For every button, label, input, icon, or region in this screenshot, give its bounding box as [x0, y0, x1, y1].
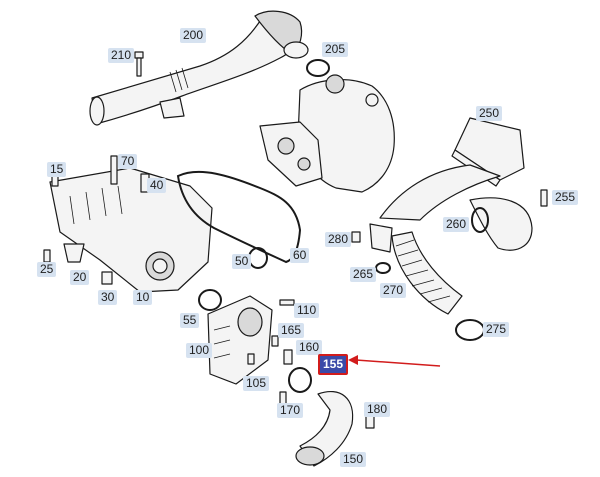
label-15[interactable]: 15 [47, 162, 67, 177]
part-270-ring [375, 262, 391, 274]
part-200-charge-pipe [89, 10, 309, 126]
part-270-hose [391, 231, 463, 315]
label-250[interactable]: 250 [476, 106, 503, 121]
part-50-ring [248, 247, 268, 269]
label-100[interactable]: 100 [186, 343, 213, 358]
part-turbocharger [259, 74, 395, 193]
label-280[interactable]: 280 [325, 232, 352, 247]
part-255-sensor [540, 189, 548, 207]
label-110[interactable]: 110 [294, 303, 320, 318]
part-10-intake-manifold [49, 167, 213, 293]
label-170[interactable]: 170 [277, 403, 304, 418]
part-160-sensor [283, 349, 293, 365]
part-30-part [101, 271, 113, 285]
label-255[interactable]: 255 [552, 190, 579, 205]
label-155-highlighted[interactable]: 155 [318, 354, 349, 375]
label-160[interactable]: 160 [296, 340, 323, 355]
label-50[interactable]: 50 [232, 254, 252, 269]
label-20[interactable]: 20 [70, 270, 90, 285]
label-30[interactable]: 30 [98, 290, 118, 305]
label-40[interactable]: 40 [147, 178, 167, 193]
label-270[interactable]: 270 [380, 283, 407, 298]
part-105-screw [247, 353, 255, 365]
part-70-sensor [110, 155, 118, 185]
highlight-arrow [348, 355, 441, 367]
part-100-throttle-body [207, 295, 273, 385]
label-265[interactable]: 265 [350, 267, 377, 282]
part-110-bolt [279, 299, 295, 306]
label-210[interactable]: 210 [108, 48, 135, 63]
label-60[interactable]: 60 [290, 248, 310, 263]
label-200[interactable]: 200 [180, 28, 207, 43]
part-210-bolt [134, 51, 144, 77]
part-150-pipe [295, 390, 354, 467]
label-150[interactable]: 150 [340, 452, 367, 467]
part-205-seal-ring [306, 59, 330, 77]
label-275[interactable]: 275 [483, 322, 510, 337]
label-105[interactable]: 105 [243, 376, 270, 391]
label-260[interactable]: 260 [443, 217, 470, 232]
part-260-elbow [469, 197, 533, 251]
part-165-screw [271, 335, 279, 347]
label-70[interactable]: 70 [118, 154, 138, 169]
part-air-duct [379, 164, 501, 221]
label-180[interactable]: 180 [364, 402, 391, 417]
part-265-bracket [369, 223, 393, 253]
label-205[interactable]: 205 [322, 42, 349, 57]
part-25-screw [43, 249, 51, 263]
label-10[interactable]: 10 [133, 290, 153, 305]
part-55-ring [198, 289, 222, 311]
part-20-bracket [63, 243, 85, 263]
part-275-clamp [455, 319, 485, 341]
label-25[interactable]: 25 [37, 262, 57, 277]
label-55[interactable]: 55 [180, 313, 200, 328]
part-155-seal-ring [288, 367, 312, 393]
part-15-bolt [51, 175, 59, 187]
part-280-bolt [351, 231, 361, 243]
label-165[interactable]: 165 [278, 323, 305, 338]
